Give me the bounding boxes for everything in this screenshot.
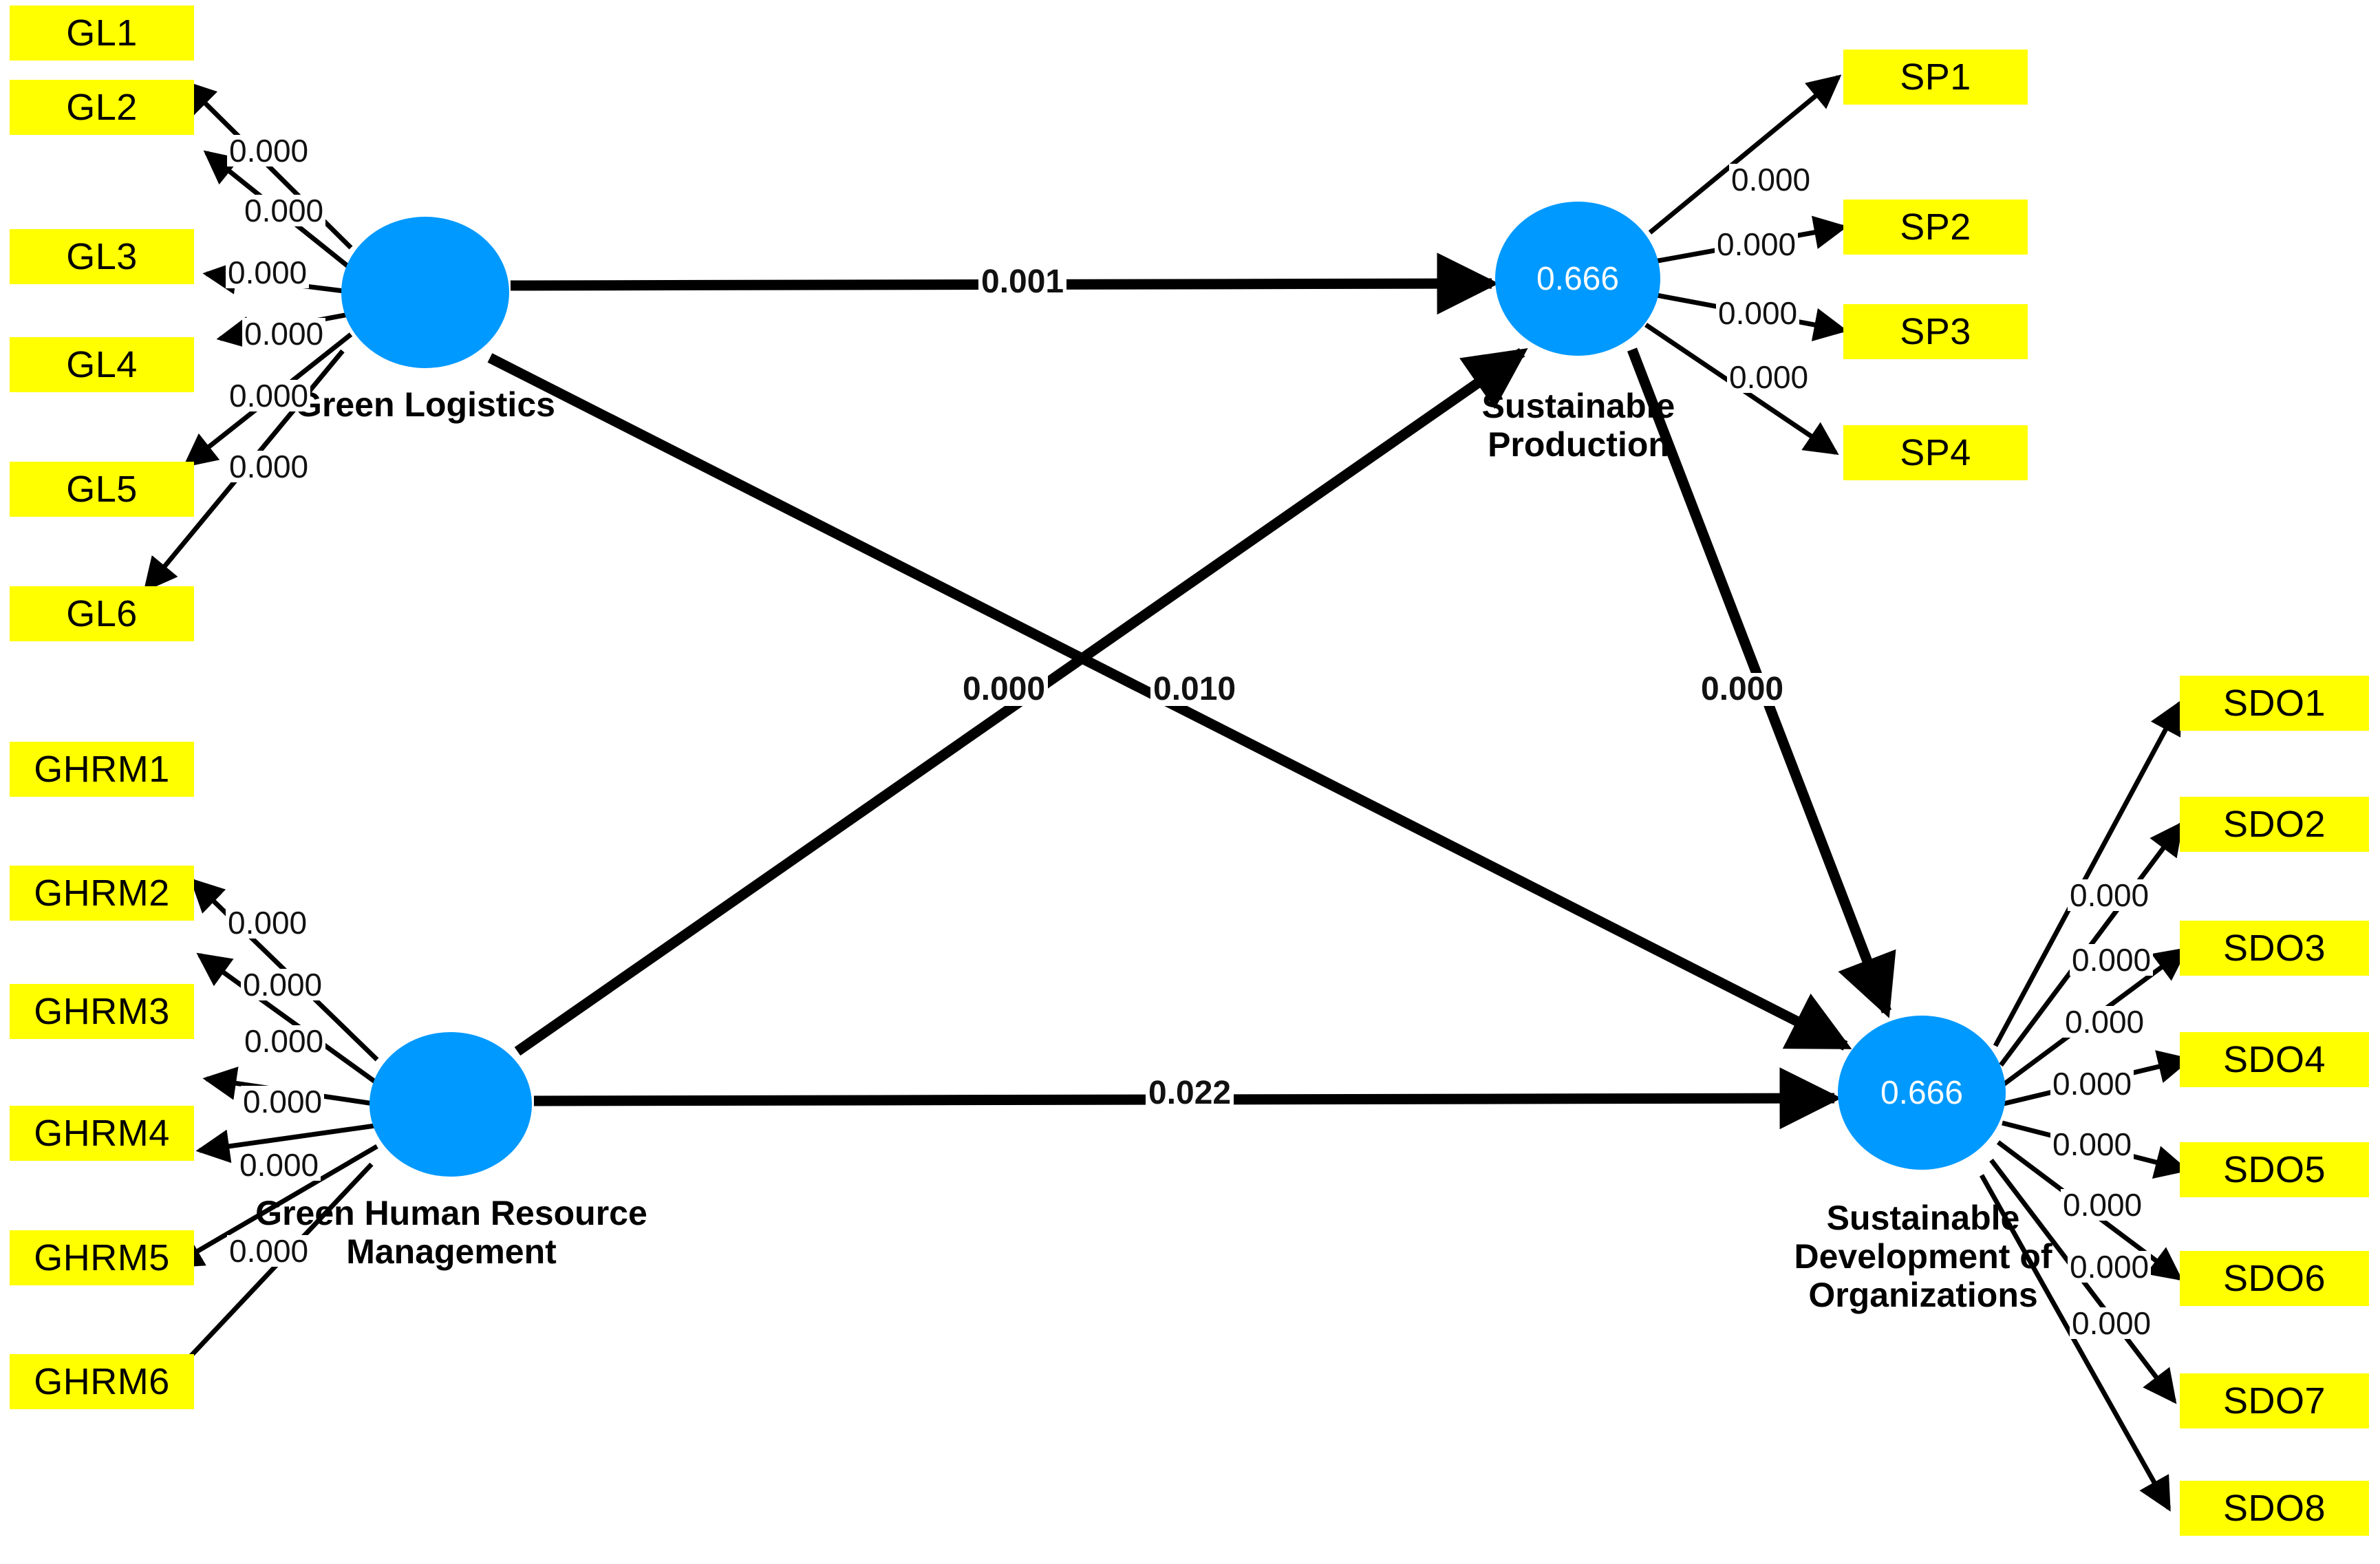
loading-gl3: 0.000 [226, 257, 310, 288]
indicator-label: SP4 [1900, 432, 1971, 473]
indicator-sdo3[interactable]: SDO3 [2180, 921, 2369, 976]
loading-sdo6: 0.000 [2061, 1189, 2145, 1221]
construct-label-green-logistics: Green Logistics [295, 385, 555, 424]
indicator-sdo7[interactable]: SDO7 [2180, 1373, 2369, 1428]
indicator-label: SDO2 [2222, 804, 2326, 845]
construct-value: 0.666 [1880, 1074, 1964, 1111]
indicator-ghrm1[interactable]: GHRM1 [10, 742, 194, 797]
loading-gl1: 0.000 [227, 135, 311, 167]
indicator-label: SDO1 [2222, 683, 2326, 724]
loading-ghrm4: 0.000 [241, 1086, 325, 1117]
construct-label-sustainable-production: Sustainable Production [1481, 387, 1675, 464]
indicator-gl5[interactable]: GL5 [10, 462, 194, 517]
indicator-gl3[interactable]: GL3 [10, 229, 194, 284]
indicator-ghrm3[interactable]: GHRM3 [10, 984, 194, 1039]
construct-sustainable-production[interactable]: 0.666 [1495, 202, 1660, 356]
loading-gl5: 0.000 [227, 380, 311, 411]
indicator-sp1[interactable]: SP1 [1843, 50, 2028, 105]
loading-ghrm2: 0.000 [241, 969, 325, 1000]
loading-ghrm5: 0.000 [237, 1149, 321, 1181]
indicator-label: SDO5 [2222, 1149, 2326, 1190]
indicator-label: GL6 [66, 593, 138, 634]
loading-sdo3: 0.000 [2063, 1006, 2147, 1038]
indicator-label: SDO3 [2222, 928, 2326, 969]
indicator-label: SDO6 [2222, 1258, 2326, 1299]
indicator-label: GHRM1 [34, 749, 170, 790]
construct-value: 0.666 [1536, 260, 1620, 297]
construct-label-green-human-resource-management: Green Human Resource Management [255, 1194, 647, 1271]
indicator-ghrm2[interactable]: GHRM2 [10, 866, 194, 921]
loading-sdo2: 0.000 [2070, 944, 2154, 976]
loading-sp1: 0.000 [1729, 164, 1813, 195]
indicator-label: SDO4 [2222, 1039, 2326, 1080]
path-coefficient-sp-sdo: 0.000 [1698, 673, 1787, 706]
construct-green-human-resource-management[interactable] [369, 1032, 532, 1177]
indicator-sp4[interactable]: SP4 [1843, 425, 2028, 480]
indicator-sdo4[interactable]: SDO4 [2180, 1032, 2369, 1087]
indicator-sdo1[interactable]: SDO1 [2180, 676, 2369, 731]
loading-gl2: 0.000 [242, 195, 326, 226]
indicator-label: GL4 [66, 344, 138, 385]
loading-ghrm3: 0.000 [242, 1025, 326, 1057]
loading-sdo1: 0.000 [2068, 879, 2152, 911]
indicator-label: GL1 [66, 12, 138, 54]
sdo-outer-edges [1979, 700, 2192, 1512]
construct-sustainable-development-of-organizations[interactable]: 0.666 [1838, 1016, 2006, 1170]
indicator-label: GL5 [66, 469, 138, 510]
indicator-label: SP3 [1900, 311, 1971, 352]
path-coefficient-ghrm-sdo: 0.022 [1146, 1077, 1234, 1110]
indicator-gl6[interactable]: GL6 [10, 586, 194, 641]
construct-green-logistics[interactable] [341, 217, 509, 368]
indicator-sdo6[interactable]: SDO6 [2180, 1251, 2369, 1306]
path-coefficient-gl-sp: 0.001 [978, 266, 1067, 299]
construct-label-sustainable-development-of-organizations: Sustainable Development of Organizations [1794, 1199, 2052, 1314]
indicator-gl4[interactable]: GL4 [10, 337, 194, 392]
indicator-ghrm6[interactable]: GHRM6 [10, 1354, 194, 1409]
loading-gl4: 0.000 [242, 318, 326, 350]
loading-sdo7: 0.000 [2068, 1251, 2152, 1283]
path-coefficient-gl-sdo: 0.010 [1150, 673, 1239, 706]
indicator-label: SDO8 [2222, 1488, 2326, 1529]
indicator-label: GHRM2 [34, 872, 170, 914]
indicator-ghrm5[interactable]: GHRM5 [10, 1230, 194, 1285]
indicator-label: SP2 [1900, 206, 1971, 248]
indicator-sdo2[interactable]: SDO2 [2180, 797, 2369, 852]
indicator-sp2[interactable]: SP2 [1843, 200, 2028, 255]
loading-sdo4: 0.000 [2050, 1068, 2134, 1100]
indicator-label: SP1 [1900, 56, 1971, 98]
indicator-sp3[interactable]: SP3 [1843, 304, 2028, 359]
loading-sdo5: 0.000 [2050, 1128, 2134, 1160]
indicator-sdo5[interactable]: SDO5 [2180, 1142, 2369, 1197]
loading-ghrm1: 0.000 [226, 907, 310, 939]
loading-sp4: 0.000 [1727, 361, 1811, 393]
loading-ghrm6: 0.000 [227, 1235, 311, 1267]
indicator-gl1[interactable]: GL1 [10, 6, 194, 61]
indicator-sdo8[interactable]: SDO8 [2180, 1481, 2369, 1536]
loading-sp3: 0.000 [1716, 297, 1800, 329]
path-coefficient-ghrm-sp: 0.000 [960, 673, 1049, 706]
indicator-label: GHRM6 [34, 1361, 170, 1402]
indicator-label: GHRM5 [34, 1237, 170, 1278]
indicator-label: GL2 [66, 87, 138, 128]
indicator-gl2[interactable]: GL2 [10, 80, 194, 135]
indicator-label: GL3 [66, 236, 138, 277]
indicator-label: GHRM4 [34, 1113, 170, 1154]
loading-sp2: 0.000 [1715, 228, 1799, 260]
indicator-label: GHRM3 [34, 991, 170, 1032]
indicator-ghrm4[interactable]: GHRM4 [10, 1106, 194, 1161]
loading-sdo8: 0.000 [2070, 1307, 2154, 1339]
indicator-label: SDO7 [2222, 1380, 2326, 1422]
loading-gl6: 0.000 [227, 451, 311, 482]
